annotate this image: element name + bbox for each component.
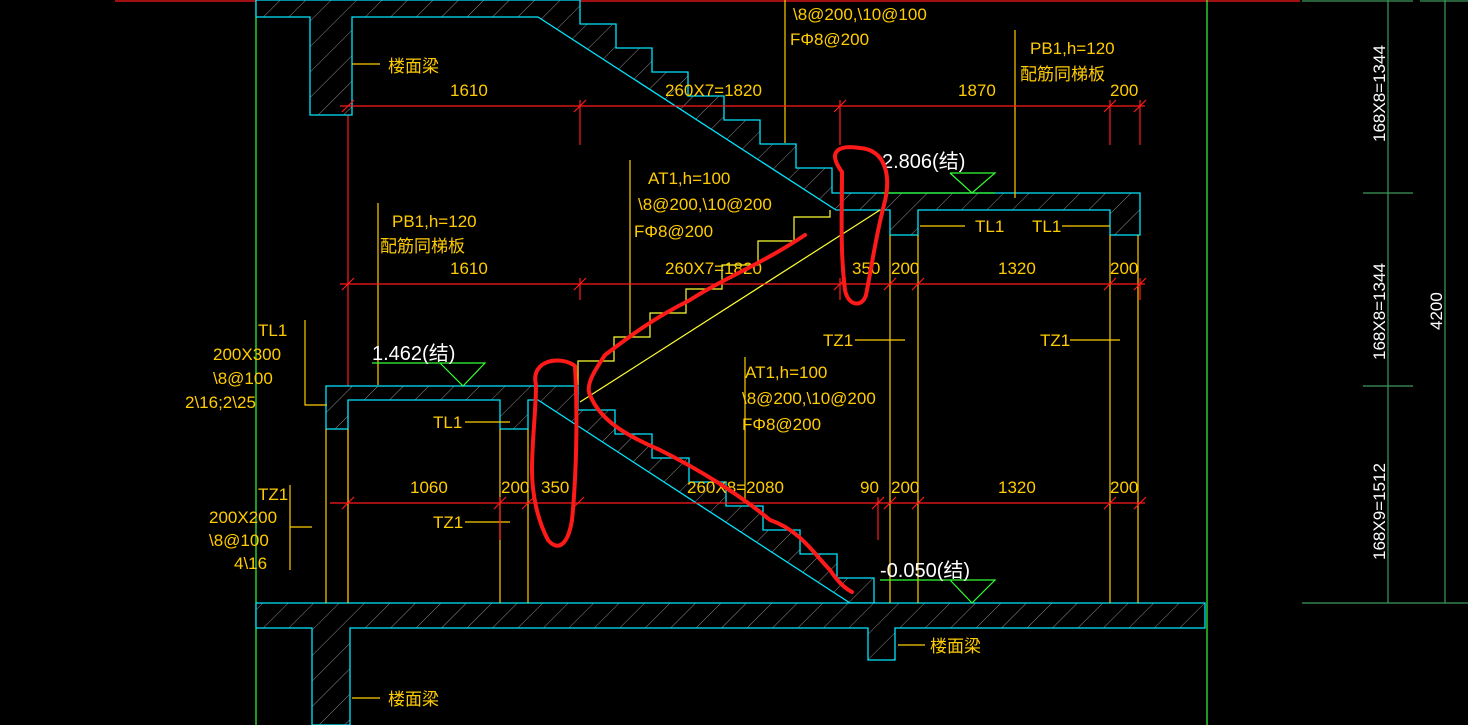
- at1-dist: FΦ8@200: [634, 222, 713, 241]
- top-dist-rebar-label: FΦ8@200: [790, 30, 869, 49]
- tl1-spec-title: TL1: [258, 321, 287, 340]
- dim-text: 260X7=1820: [665, 81, 762, 100]
- dim-text: 200: [891, 259, 919, 278]
- at1-label: AT1,h=100: [648, 169, 730, 188]
- pb1-note: 配筋同梯板: [1020, 65, 1105, 84]
- tz1-spec-stirrup: \8@100: [209, 531, 269, 550]
- tz1-spec-bars: 4\16: [234, 554, 267, 573]
- tz1-spec-size: 200X200: [209, 508, 277, 527]
- floor-beam-label: 楼面梁: [388, 690, 439, 709]
- tl1-label: TL1: [433, 413, 462, 432]
- dim-text: 1060: [410, 478, 448, 497]
- tz1-label: TZ1: [1040, 331, 1070, 350]
- top-rebar-label: \8@200,\10@100: [793, 5, 927, 24]
- tl1-spec-stirrup: \8@100: [213, 369, 273, 388]
- dim-text: 200: [1110, 478, 1138, 497]
- tz1-label: TZ1: [433, 513, 463, 532]
- elevation-lower: -0.050(结): [880, 559, 970, 582]
- markup-line: [586, 233, 854, 594]
- at1-label: AT1,h=100: [745, 363, 827, 382]
- elevation-middle: 1.462(结): [372, 342, 455, 365]
- dimension-lines: [330, 99, 1147, 540]
- tl1-label: TL1: [975, 217, 1004, 236]
- dim-text: 1610: [450, 81, 488, 100]
- middle-flight-soffit: [579, 209, 881, 403]
- vertical-dim-text: 168X9=1512: [1370, 463, 1389, 560]
- vertical-dimension-lines: [1302, 0, 1468, 604]
- dim-text: 1320: [998, 259, 1036, 278]
- dim-text: 350: [852, 259, 880, 278]
- upper-floor-slab: [255, 0, 1141, 236]
- tz1-spec-title: TZ1: [258, 485, 288, 504]
- markup-loop-upper: [833, 145, 890, 306]
- dim-text: 1610: [450, 259, 488, 278]
- dim-text: 200: [1110, 259, 1138, 278]
- elevation-markers: [372, 172, 997, 604]
- dim-text: 90: [860, 478, 879, 497]
- dim-text: 1870: [958, 81, 996, 100]
- floor-beam-label: 楼面梁: [388, 57, 439, 76]
- dim-text: 200: [891, 478, 919, 497]
- annotations: \8@200,\10@100 FΦ8@200 楼面梁 1610 260X7=18…: [185, 5, 1446, 709]
- at1-dist: FΦ8@200: [742, 415, 821, 434]
- vertical-dim-text: 168X8=1344: [1370, 45, 1389, 142]
- dim-text: 1320: [998, 478, 1036, 497]
- dim-text: 350: [541, 478, 569, 497]
- red-markup: [530, 145, 890, 594]
- pb1-note: 配筋同梯板: [380, 237, 465, 256]
- ground-slab: [255, 602, 1206, 725]
- markup-loop-lower: [530, 358, 579, 548]
- dim-text: 200: [501, 478, 529, 497]
- elevation-upper: 2.806(结): [882, 150, 965, 173]
- tl1-spec-size: 200X300: [213, 345, 281, 364]
- pb1-label: PB1,h=120: [1030, 39, 1115, 58]
- at1-rebar: \8@200,\10@200: [742, 389, 876, 408]
- vertical-dim-text: 4200: [1427, 292, 1446, 330]
- tl1-spec-bars: 2\16;2\25: [185, 393, 256, 412]
- pb1-label: PB1,h=120: [392, 212, 477, 231]
- dim-text: 260X8=2080: [687, 478, 784, 497]
- at1-rebar: \8@200,\10@200: [638, 195, 772, 214]
- dim-text: 200: [1110, 81, 1138, 100]
- floor-beam-label: 楼面梁: [930, 637, 981, 656]
- vertical-dim-text: 168X8=1344: [1370, 263, 1389, 360]
- tl1-label: TL1: [1032, 217, 1061, 236]
- lower-landing-and-flight: [325, 385, 875, 604]
- tz1-label: TZ1: [823, 331, 853, 350]
- leader-lines: [289, 0, 1120, 699]
